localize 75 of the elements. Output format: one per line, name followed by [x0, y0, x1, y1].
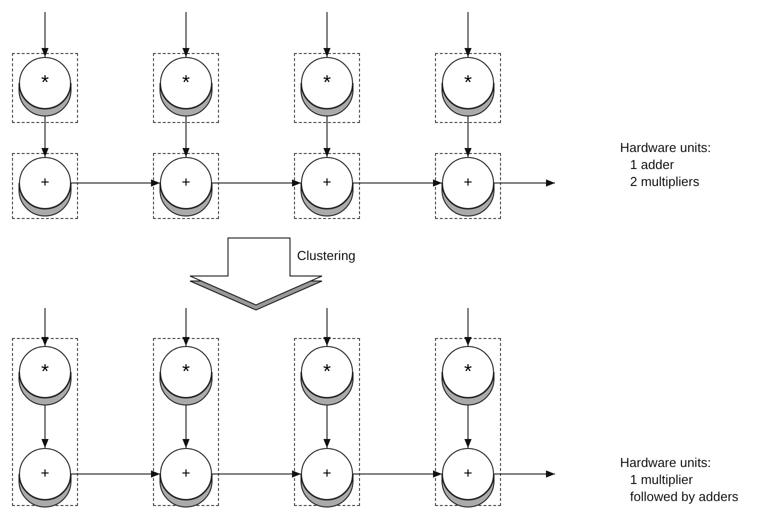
arrow [352, 179, 442, 187]
arrow [182, 12, 190, 58]
operator-circle [19, 346, 71, 405]
operator-symbol: * [40, 72, 50, 94]
arrow [494, 470, 556, 478]
operator-circle [160, 448, 212, 507]
operator-symbol: * [181, 361, 191, 383]
cluster-box [294, 338, 360, 506]
arrow [464, 116, 472, 158]
operator-symbol: + [40, 173, 50, 193]
operator-symbol: * [463, 361, 473, 383]
operator-circle [19, 448, 71, 507]
arrow [41, 404, 49, 448]
hardware-note: followed by adders [630, 489, 738, 504]
cluster-box [294, 153, 360, 219]
cluster-box [153, 338, 219, 506]
operator-symbol: + [462, 464, 474, 484]
operator-circle [442, 57, 494, 116]
operator-symbol: + [462, 173, 474, 193]
hardware-note: Hardware units: [620, 455, 712, 470]
operator-symbol: * [181, 72, 191, 94]
arrow [494, 179, 556, 187]
operator-circle [442, 448, 494, 507]
operator-symbol: * [322, 72, 332, 94]
arrow [323, 308, 331, 346]
operator-circle [160, 157, 212, 216]
arrow [323, 12, 331, 58]
cluster-box [12, 338, 78, 506]
arrow [464, 404, 472, 448]
cluster-box [435, 53, 501, 123]
operator-symbol: + [180, 464, 192, 484]
hardware-note: Hardware units: [620, 140, 712, 155]
arrow [464, 308, 472, 346]
operator-symbol: * [40, 361, 50, 383]
arrow [182, 404, 190, 448]
arrow-label: Clustering [297, 248, 356, 263]
arrow [182, 308, 190, 346]
operator-symbol: + [322, 464, 332, 484]
cluster-box [435, 338, 501, 506]
arrow [323, 116, 331, 158]
arrow [41, 12, 49, 58]
cluster-box [294, 53, 360, 123]
operator-symbol: * [322, 361, 332, 383]
hardware-note: 1 multiplier [630, 472, 693, 487]
arrow [323, 404, 331, 448]
operator-circle [442, 157, 494, 216]
arrow [182, 116, 190, 158]
arrow [464, 12, 472, 58]
operator-circle [301, 346, 353, 405]
hardware-note: 1 adder [630, 157, 674, 172]
arrow [41, 116, 49, 158]
cluster-box [435, 153, 501, 219]
hardware-note: 2 multipliers [630, 174, 700, 189]
operator-circle [301, 157, 353, 216]
arrow [212, 470, 302, 478]
arrow [41, 308, 49, 346]
arrow [212, 179, 302, 187]
operator-circle [160, 57, 212, 116]
cluster-box [153, 153, 219, 219]
cluster-box [12, 153, 78, 219]
cluster-box [153, 53, 219, 123]
operator-symbol: + [40, 464, 50, 484]
cluster-box [12, 53, 78, 123]
arrow [70, 179, 160, 187]
operator-symbol: * [463, 72, 473, 94]
operator-circle [442, 346, 494, 405]
operator-circle [19, 157, 71, 216]
operator-symbol: + [180, 173, 192, 193]
operator-circle [301, 57, 353, 116]
operator-symbol: + [322, 173, 332, 193]
arrow [352, 470, 442, 478]
operator-circle [160, 346, 212, 405]
operator-circle [301, 448, 353, 507]
operator-circle [19, 57, 71, 116]
arrow [70, 470, 160, 478]
